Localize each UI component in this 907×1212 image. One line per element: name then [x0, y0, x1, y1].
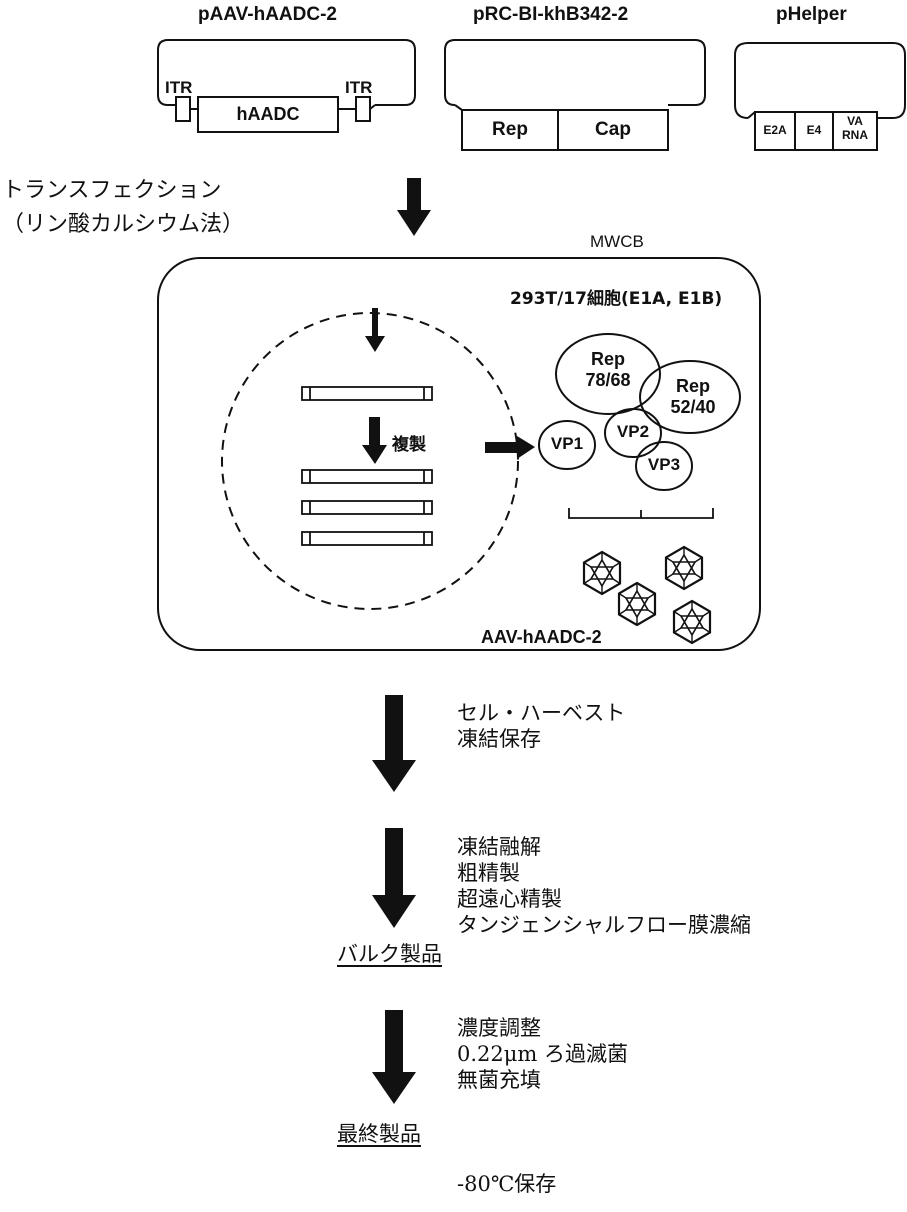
- purification-steps: 凍結融解 粗精製 超遠心精製 タンジェンシャルフロー膜濃縮: [457, 834, 751, 938]
- purification-step: タンジェンシャルフロー膜濃縮: [457, 913, 751, 937]
- nucleus: [221, 312, 519, 610]
- transfection-label: トランスフェクション: [2, 178, 222, 203]
- rep-78-68-label: Rep 78/68: [570, 349, 646, 391]
- haadc-segment-label: hAADC: [236, 104, 300, 124]
- plasmid-phelper: [734, 42, 906, 151]
- product-vector-label: AAV-hAADC-2: [481, 627, 602, 647]
- protein-ellipses: [538, 333, 741, 491]
- cell-box: [157, 257, 761, 651]
- capsids: [582, 545, 712, 645]
- cell-line-label: 293T/17細胞(E1A, E1B): [510, 289, 723, 309]
- va-line2: RNA: [842, 128, 868, 142]
- rep2-line2: 52/40: [670, 397, 716, 417]
- rep-segment-label: Rep: [492, 119, 528, 140]
- harvest-step: セル・ハーベスト: [457, 701, 626, 725]
- plasmid-paav-title: pAAV-hAADC-2: [198, 4, 337, 25]
- vp2-label: VP2: [616, 422, 650, 441]
- rep1-line1: Rep: [590, 349, 625, 369]
- expression-arrow: [485, 436, 535, 459]
- replication-label: 複製: [392, 435, 426, 455]
- harvest-arrow: [372, 695, 416, 792]
- purification-step: 粗精製: [457, 861, 520, 885]
- harvest-steps: セル・ハーベスト 凍結保存: [457, 700, 625, 752]
- bulk-product-label: バルク製品: [337, 942, 442, 966]
- finishing-step: 0.22μm ろ過滅菌: [457, 1042, 628, 1066]
- mwcb-label: MWCB: [590, 232, 644, 251]
- e2a-segment-label: E2A: [763, 123, 787, 137]
- purification-step: 超遠心精製: [457, 887, 562, 911]
- finishing-steps: 濃度調整 0.22μm ろ過滅菌 無菌充填: [457, 1015, 628, 1093]
- vp1-label: VP1: [550, 434, 584, 453]
- rep1-line2: 78/68: [585, 370, 631, 390]
- itr-left-label: ITR: [165, 78, 193, 97]
- assembly-bracket: [568, 508, 714, 519]
- transfection-arrow: [397, 178, 431, 236]
- replication-arrow: [362, 417, 387, 464]
- plasmid-prc: [444, 39, 706, 151]
- entry-arrow: [365, 308, 385, 352]
- final-product-label: 最終製品: [337, 1122, 421, 1146]
- cap-segment-label: Cap: [595, 119, 631, 140]
- plasmid-phelper-title: pHelper: [776, 4, 847, 25]
- e4-segment-label: E4: [806, 123, 822, 137]
- transfection-method-label: （リン酸カルシウム法）: [2, 212, 245, 237]
- finishing-arrow: [372, 1010, 416, 1104]
- purification-arrow: [372, 828, 416, 928]
- finishing-step: 無菌充填: [457, 1068, 541, 1092]
- finishing-step: 濃度調整: [457, 1016, 541, 1040]
- va-rna-segment-label: VA RNA: [833, 114, 877, 142]
- plasmid-paav: [157, 39, 416, 133]
- vp3-label: VP3: [647, 455, 681, 474]
- harvest-step: 凍結保存: [457, 727, 541, 751]
- itr-right-label: ITR: [345, 78, 373, 97]
- plasmid-prc-title: pRC-BI-khB342-2: [473, 4, 629, 25]
- dna-strands: [301, 386, 433, 546]
- rep-52-40-label: Rep 52/40: [655, 376, 731, 418]
- purification-step: 凍結融解: [457, 835, 541, 859]
- rep2-line1: Rep: [675, 376, 710, 396]
- va-line1: VA: [847, 114, 863, 128]
- storage-label: -80℃保存: [457, 1172, 557, 1196]
